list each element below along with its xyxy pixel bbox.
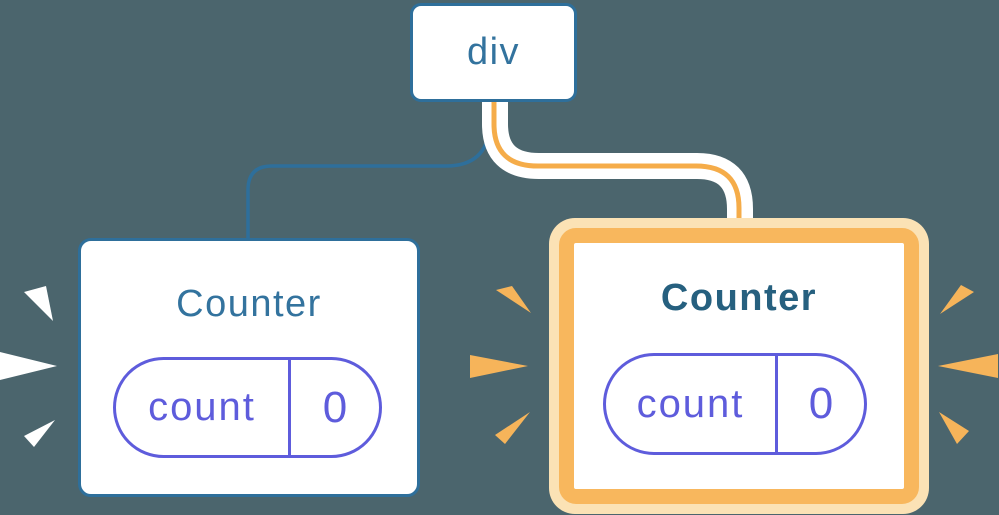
counter-title: Counter: [660, 277, 818, 319]
sparkle-mark-left-top: [24, 286, 53, 321]
sparkle-mark-left-bottom: [24, 420, 55, 447]
sparkle-mark-right-bottom: [939, 412, 969, 444]
state-pill: count 0: [113, 357, 382, 458]
sparkle-mark-mid-top: [496, 286, 531, 313]
state-pill: count 0: [603, 353, 867, 455]
counter-node-left: Counter count 0: [78, 238, 420, 497]
sparkle-mark-mid-middle: [470, 355, 528, 378]
edge-root-to-left-counter: [246, 101, 492, 241]
sparkle-mark-right-top: [940, 285, 974, 314]
state-value: 0: [808, 379, 834, 428]
edge-root-to-right-counter: [491, 101, 742, 236]
counter-node-right-highlighted: Counter count 0: [549, 218, 929, 514]
state-key-label: count: [606, 356, 778, 452]
state-key-label: count: [116, 360, 291, 455]
state-value: 0: [322, 382, 348, 432]
root-node-label: div: [466, 31, 521, 73]
edge-root-to-right-counter-casing: [482, 101, 753, 219]
sparkle-mark-left-middle: [0, 352, 57, 380]
counter-title: Counter: [176, 283, 322, 325]
sparkle-mark-mid-bottom: [495, 412, 530, 444]
root-node-div: div: [410, 3, 577, 102]
sparkle-mark-right-middle: [938, 354, 998, 378]
